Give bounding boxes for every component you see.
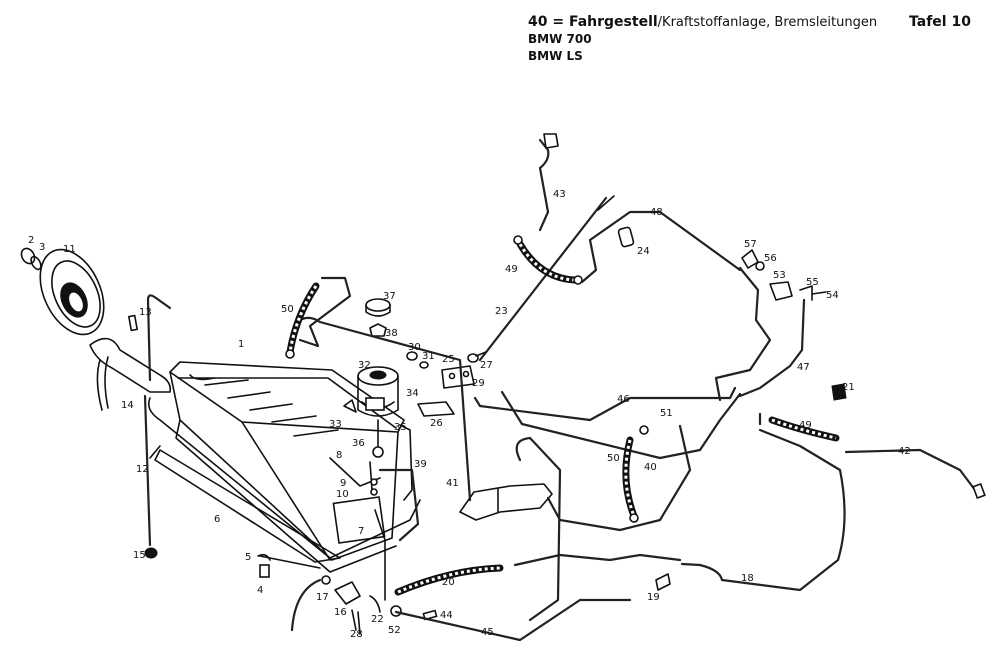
callout-29: 29 [472, 378, 485, 389]
section-title: 40 = Fahrgestell/Kraftstoffanlage, Brems… [528, 14, 877, 31]
callout-13: 13 [139, 307, 152, 318]
callout-12: 12 [136, 464, 149, 475]
callout-33: 33 [329, 419, 342, 430]
plate-number: Tafel 10 [909, 14, 971, 30]
callout-51: 51 [660, 408, 673, 419]
callout-labels: 1 2 3 4 5 6 7 8 9 10 11 12 13 14 15 16 1… [28, 189, 911, 640]
callout-35: 35 [394, 422, 407, 433]
callout-43: 43 [553, 189, 566, 200]
callout-45: 45 [481, 627, 494, 638]
callout-48: 48 [650, 207, 663, 218]
callout-6: 6 [214, 514, 220, 525]
section-number: 40 [528, 14, 548, 30]
callout-31: 31 [422, 351, 435, 362]
callout-42: 42 [898, 446, 911, 457]
callout-49-lower: 49 [799, 420, 812, 431]
callout-50-right: 50 [607, 453, 620, 464]
callout-7: 7 [358, 526, 364, 537]
callout-54: 54 [826, 290, 839, 301]
filler-cap-assembly [20, 247, 105, 336]
callout-46: 46 [617, 394, 630, 405]
callout-52: 52 [388, 625, 401, 636]
tank-cap-parts [365, 298, 479, 417]
callout-18: 18 [741, 573, 754, 584]
callout-40: 40 [644, 462, 657, 473]
fuel-gauge-sender [343, 366, 413, 501]
callout-39: 39 [414, 459, 427, 470]
callout-3: 3 [39, 242, 45, 253]
callout-47: 47 [797, 362, 810, 373]
fuel-lines [143, 394, 632, 642]
callout-24: 24 [637, 246, 650, 257]
callout-38: 38 [385, 328, 398, 339]
section-title-sub: /Kraftstoffanlage, Bremsleitungen [657, 15, 878, 30]
callout-1: 1 [238, 339, 244, 350]
page-header: 40 = Fahrgestell/Kraftstoffanlage, Brems… [528, 14, 877, 65]
callout-16: 16 [334, 607, 347, 618]
callout-37: 37 [383, 291, 396, 302]
callout-55: 55 [806, 277, 819, 288]
callout-9: 9 [340, 478, 346, 489]
section-title-main: Fahrgestell [568, 14, 658, 30]
callout-21: 21 [842, 382, 855, 393]
callout-26: 26 [430, 418, 443, 429]
callout-11: 11 [63, 244, 76, 255]
callout-30: 30 [408, 342, 421, 353]
callout-36: 36 [352, 438, 365, 449]
callout-2: 2 [28, 235, 34, 246]
callout-44: 44 [440, 610, 453, 621]
callout-17: 17 [316, 592, 329, 603]
fuel-tank [147, 361, 421, 573]
callout-19: 19 [647, 592, 660, 603]
callout-32: 32 [358, 360, 371, 371]
callout-25: 25 [442, 354, 455, 365]
callout-23: 23 [495, 306, 508, 317]
callout-50-left: 50 [281, 304, 294, 315]
callout-4: 4 [257, 585, 263, 596]
callout-5: 5 [245, 552, 251, 563]
model-bmw-ls: BMW LS [528, 49, 583, 63]
callout-34: 34 [406, 388, 419, 399]
brake-lines [285, 133, 986, 622]
callout-53: 53 [773, 270, 786, 281]
callout-15: 15 [133, 550, 146, 561]
callout-27: 27 [480, 360, 493, 371]
section-equals: = [552, 14, 565, 30]
callout-20: 20 [442, 577, 455, 588]
callout-14: 14 [121, 400, 134, 411]
callout-41: 41 [446, 478, 459, 489]
callout-57: 57 [744, 239, 757, 250]
model-bmw-700: BMW 700 [528, 32, 592, 46]
callout-49-upper: 49 [505, 264, 518, 275]
callout-28: 28 [350, 629, 363, 640]
callout-10: 10 [336, 489, 349, 500]
filler-pipe [89, 294, 172, 411]
callout-22: 22 [371, 614, 384, 625]
callout-8: 8 [336, 450, 342, 461]
callout-56: 56 [764, 253, 777, 264]
